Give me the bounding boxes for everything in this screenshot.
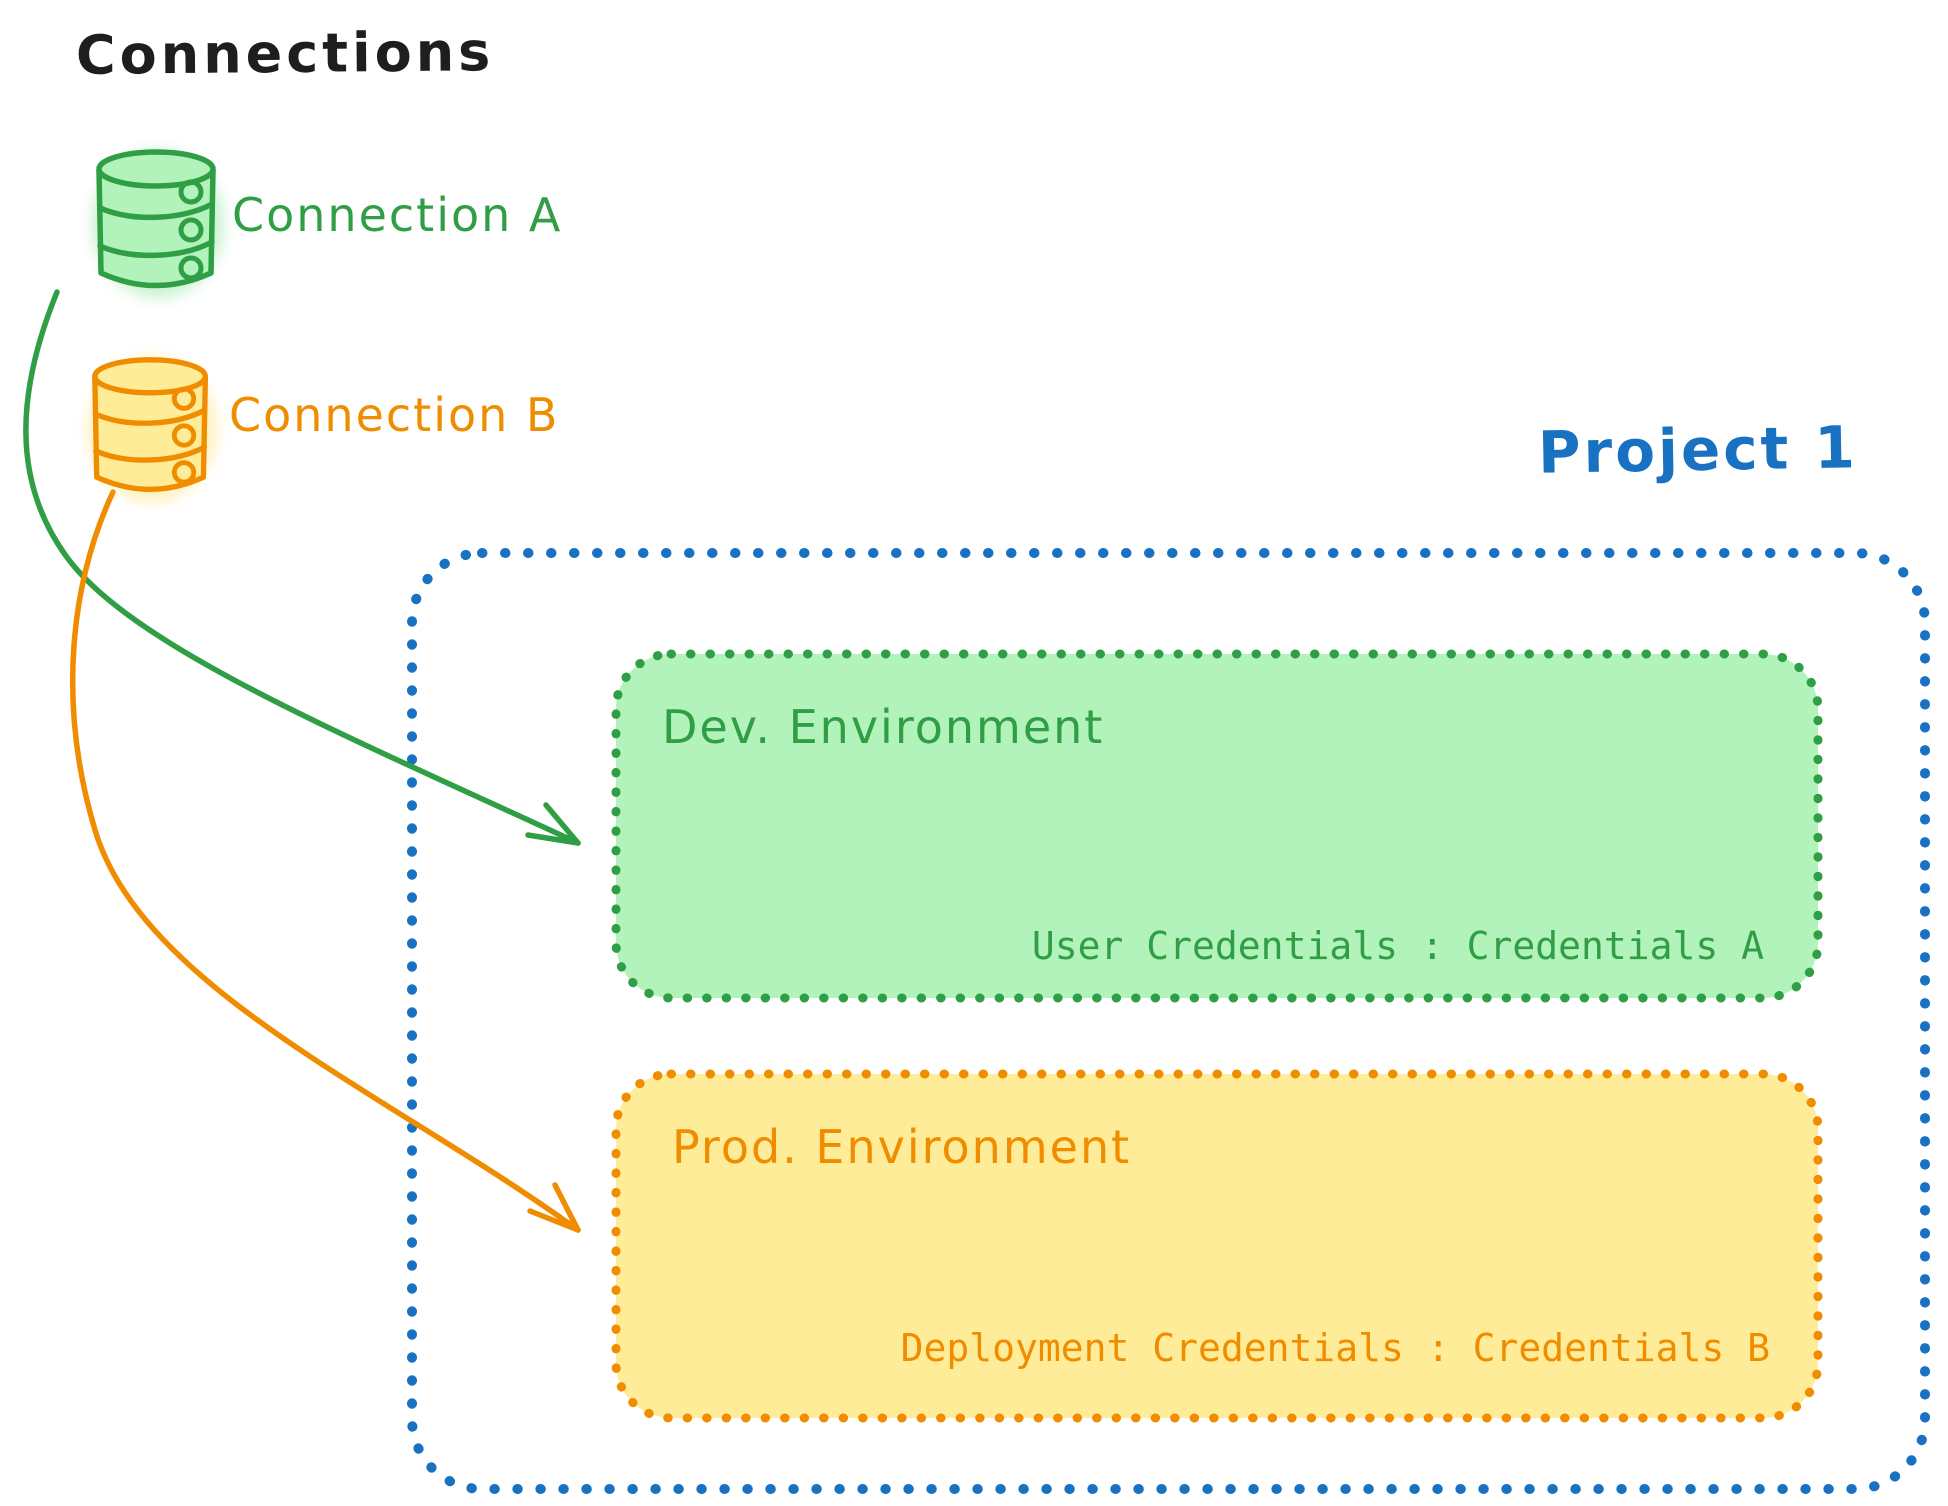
connections-heading: Connections (75, 20, 495, 87)
prod-environment-title: Prod. Environment (672, 1120, 1132, 1174)
prod-environment-credentials: Deployment Credentials : Credentials B (900, 1326, 1770, 1370)
link-arrow-connection-b-to-prod (69, 489, 581, 1233)
project-title: Project 1 (1537, 413, 1859, 487)
prod-environment-box (611, 1069, 1823, 1423)
project-boundary (407, 548, 1930, 1494)
dev-environment-box (611, 649, 1823, 1003)
connection-b-label: Connection B (229, 388, 560, 442)
dev-environment-title: Dev. Environment (662, 700, 1105, 754)
database-icon (88, 357, 217, 502)
link-arrow-connection-a-to-dev (23, 289, 581, 846)
database-icon (92, 149, 224, 298)
connection-a-label: Connection A (232, 188, 563, 242)
dev-environment-credentials: User Credentials : Credentials A (1031, 924, 1764, 968)
